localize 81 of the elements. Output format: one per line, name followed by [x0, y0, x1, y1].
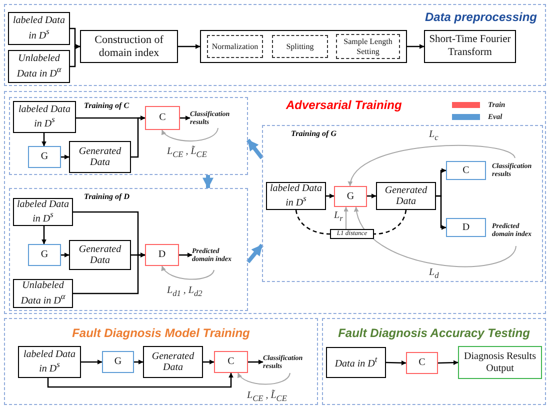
arrow — [47, 372, 234, 388]
arrow — [386, 360, 406, 366]
panel-title: Data preprocessing — [424, 11, 537, 25]
model-box: D — [446, 218, 486, 237]
step-box: Splitting — [272, 35, 328, 58]
arrow — [407, 44, 424, 49]
model-box: C — [406, 352, 438, 374]
feedback-arrow — [349, 144, 516, 186]
arrow — [73, 252, 146, 294]
model-box: C — [446, 161, 486, 180]
model-box: G — [28, 146, 61, 168]
section-panel — [322, 318, 546, 405]
model-box: G — [334, 186, 367, 207]
arrow — [367, 194, 376, 198]
model-box: D — [145, 244, 179, 266]
process-box: Unlabeled Data in D$^{α}$ — [8, 50, 70, 83]
arrow — [70, 44, 80, 68]
process-box: Generated Data — [69, 240, 131, 270]
arrow — [248, 360, 264, 364]
model-box: C — [145, 106, 180, 130]
section-panel — [4, 91, 546, 314]
panel-title: Training of G — [291, 129, 336, 138]
arrow — [203, 360, 214, 364]
panel-title: Training of D — [84, 192, 130, 202]
feedback-arrow — [162, 128, 218, 142]
process-group-box — [200, 30, 407, 63]
dashed-connector — [374, 210, 407, 235]
arrow — [180, 116, 190, 120]
process-box: labeled Data in D$^{s}$ — [266, 182, 326, 210]
process-box: Generated Data — [143, 346, 203, 378]
feedback-arrow — [238, 372, 290, 385]
model-box: G — [102, 351, 134, 373]
arrow — [134, 360, 144, 364]
arrow — [179, 252, 192, 258]
arrow — [178, 44, 200, 49]
flow-arrow — [202, 175, 214, 189]
section-panel — [9, 188, 248, 311]
process-box: Short-Time Fourier Transform — [424, 30, 516, 63]
section-panel — [9, 97, 248, 175]
process-box: labeled Data in D$^{s}$ — [8, 12, 70, 45]
arrow — [61, 252, 70, 258]
arrow — [344, 206, 348, 230]
process-box: labeled Data in D$^{s}$ — [13, 198, 73, 226]
feedback-arrow — [162, 266, 214, 280]
process-box: Unlabeled Data in D$^{α}$ — [13, 279, 73, 308]
edge-label: L$_{c}$ — [428, 129, 440, 142]
section-panel — [262, 125, 543, 282]
process-box: labeled Data in D$^{s}$ — [18, 346, 81, 378]
process-box: Data in D$^{t}$ — [326, 347, 386, 378]
arrow — [326, 194, 334, 198]
edge-label: L$_{CE}$ , L̃$_{CE}$ — [166, 146, 208, 160]
arrow — [436, 195, 446, 230]
flow-arrow — [246, 138, 264, 160]
dashed-connector — [295, 210, 330, 235]
arrow — [131, 116, 146, 158]
panel-title: Adversarial Training — [286, 99, 402, 113]
section-panel — [4, 318, 318, 405]
step-box: Normalization — [207, 35, 263, 58]
edge-label: L$_{d}$ — [428, 267, 440, 280]
step-box: Sample Length Setting — [336, 34, 400, 59]
feedback-arrow — [354, 206, 516, 267]
panel-title: Training of C — [84, 101, 130, 110]
process-box: Generated Data — [69, 141, 131, 173]
output-box: Diagnosis Results Output — [458, 346, 542, 379]
arrow — [81, 360, 102, 364]
process-box: labeled Data in D$^{s}$ — [13, 101, 76, 133]
arrow — [61, 154, 70, 160]
flow-arrow — [246, 244, 264, 264]
model-box: G — [28, 244, 61, 266]
arrow — [438, 360, 458, 366]
edge-label: L$_{CE}$ , L̃$_{CE}$ — [246, 390, 288, 404]
edge-label: L$_{r}$ — [333, 210, 344, 224]
panel-title: Fault Diagnosis Accuracy Testing — [337, 327, 531, 341]
edge-label: L$_{d1}$ , L$_{d2}$ — [166, 285, 204, 298]
process-box: Generated Data — [376, 182, 436, 210]
arrow — [42, 226, 46, 244]
section-panel — [4, 4, 546, 86]
panel-title: Fault Diagnosis Model Training — [71, 327, 251, 341]
process-box: Construction of domain index — [80, 30, 178, 63]
arrow — [42, 133, 46, 146]
model-box: C — [214, 351, 248, 373]
